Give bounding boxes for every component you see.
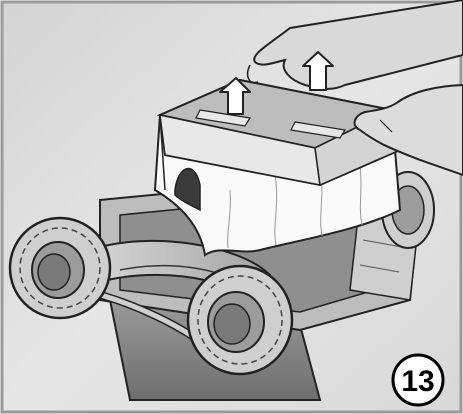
wheel-front-right xyxy=(186,264,294,376)
step-number-text: 13 xyxy=(401,365,434,398)
arrow-up-icon xyxy=(302,51,334,91)
filter-lid xyxy=(156,78,402,187)
step-number-badge: 13 xyxy=(391,353,445,407)
wheel-front-left xyxy=(8,216,112,320)
arrow-up-icon xyxy=(219,77,251,115)
